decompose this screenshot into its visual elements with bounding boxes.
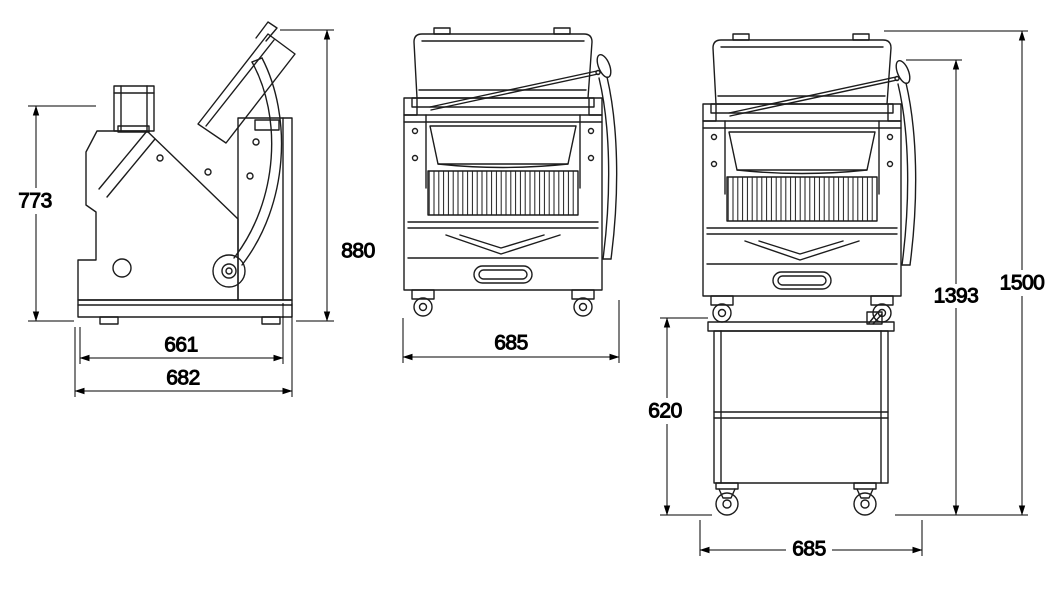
dimension-front-width: 685 (402, 300, 620, 363)
dim-label-773: 773 (18, 190, 52, 213)
dim-label-1393: 1393 (934, 285, 979, 308)
dimension-side-depth-inner: 661 (79, 303, 284, 364)
dim-label-682: 682 (166, 367, 200, 390)
dimension-side-height-overall: 880 (280, 29, 376, 322)
dimension-height-to-handle: 1393 (895, 59, 1028, 516)
front-view-machine-on-stand (702, 33, 917, 323)
dim-label-661: 661 (164, 334, 198, 357)
dimension-overall-height: 1500 (884, 30, 1045, 516)
trolley-stand (707, 311, 895, 516)
dim-label-620: 620 (648, 400, 682, 423)
dim-label-685-stand: 685 (792, 538, 826, 561)
dim-label-685-front: 685 (494, 332, 528, 355)
front-view-machine (403, 27, 618, 317)
dimension-side-height-partial: 773 (18, 105, 96, 322)
dimension-stand-height: 620 (648, 317, 712, 516)
side-view-machine (77, 21, 296, 325)
dim-label-880: 880 (341, 240, 375, 263)
dimension-stand-width: 685 (699, 520, 923, 561)
dim-label-1500: 1500 (1000, 272, 1045, 295)
dimension-side-depth-overall: 682 (74, 303, 293, 397)
